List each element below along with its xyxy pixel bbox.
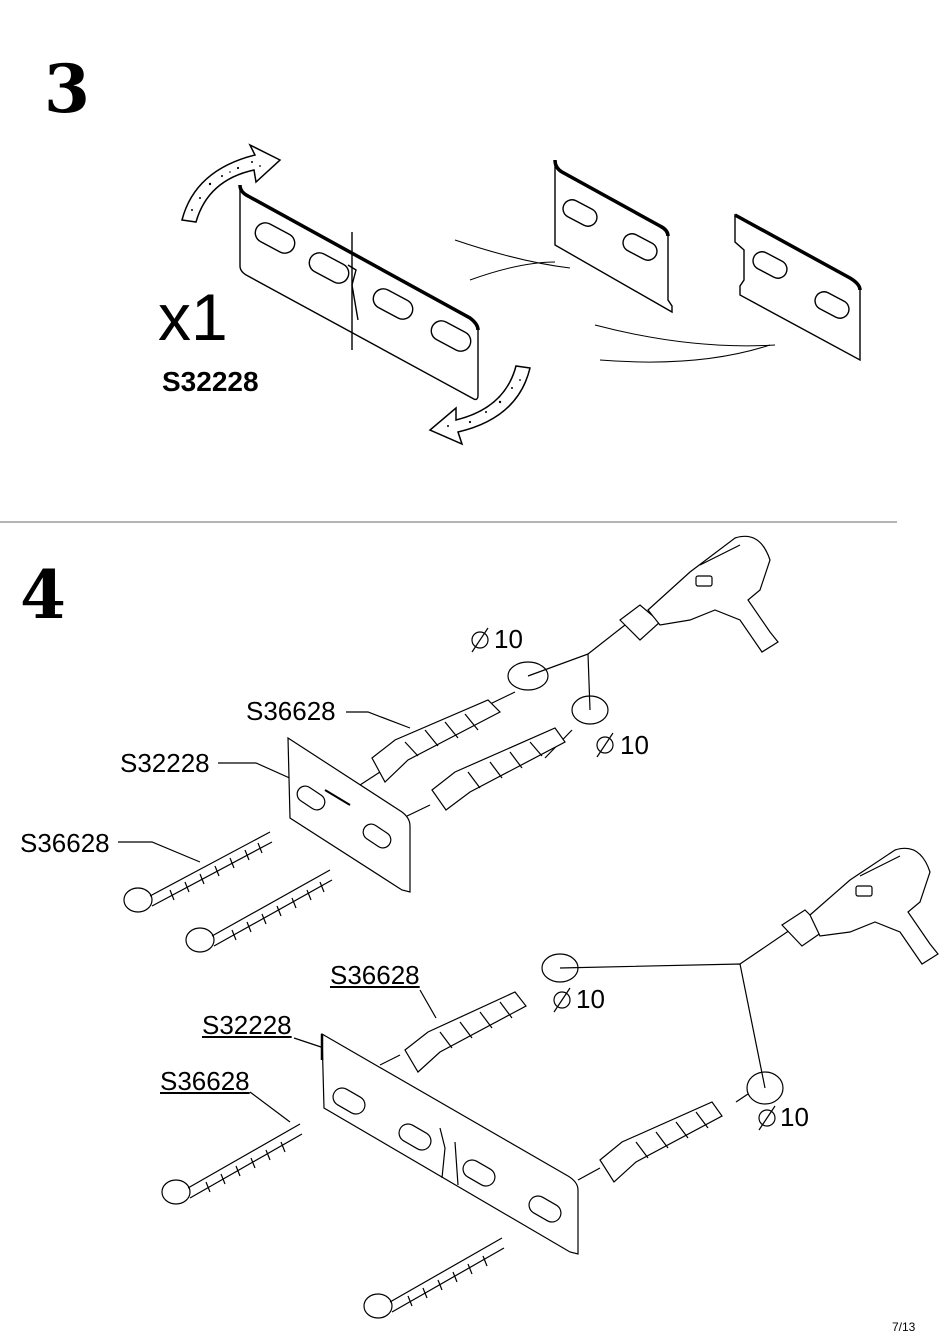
step-3-number: 3 <box>44 50 90 128</box>
mounting-bracket-icon <box>553 159 673 314</box>
lower-drill-diameter-2: 10 <box>780 1102 809 1132</box>
step-4-number: 4 <box>20 556 66 634</box>
lower-drill-diameter-1: 10 <box>576 984 605 1014</box>
diameter-symbol-icon <box>471 627 489 653</box>
upper-dowel-label: S36628 <box>246 696 336 726</box>
drill-icon <box>587 535 779 655</box>
wall-plug-icon <box>371 699 566 811</box>
upper-drill-diameter-1: 10 <box>494 624 523 654</box>
mounting-bracket-icon <box>320 1032 579 1255</box>
mounting-bracket-icon <box>287 736 411 893</box>
drill-icon <box>739 847 939 965</box>
diameter-symbol-icon <box>553 987 571 1013</box>
part-code-bracket: S32228 <box>162 366 259 397</box>
mounting-bracket-icon <box>238 184 480 401</box>
upper-drill-diameter-2: 10 <box>620 730 649 760</box>
mounting-bracket-icon <box>734 213 862 362</box>
page-number: 7/13 <box>892 1320 916 1334</box>
screw-icon <box>185 869 333 953</box>
screw-icon <box>363 1237 505 1319</box>
screw-icon <box>161 1123 303 1205</box>
diameter-symbol-icon <box>758 1105 776 1131</box>
upper-bracket-label: S32228 <box>120 748 210 778</box>
wall-plug-icon <box>404 991 723 1183</box>
diameter-symbol-icon <box>596 732 614 758</box>
lower-dowel-label: S36628 <box>330 960 420 990</box>
screw-icon <box>123 831 273 913</box>
lower-bracket-label: S32228 <box>202 1010 292 1040</box>
rotate-arrow-icon <box>428 365 531 446</box>
quantity-label: x1 <box>158 280 228 354</box>
upper-screw-label: S36628 <box>20 828 110 858</box>
rotate-arrow-icon <box>181 143 282 223</box>
lower-screw-label: S36628 <box>160 1066 250 1096</box>
